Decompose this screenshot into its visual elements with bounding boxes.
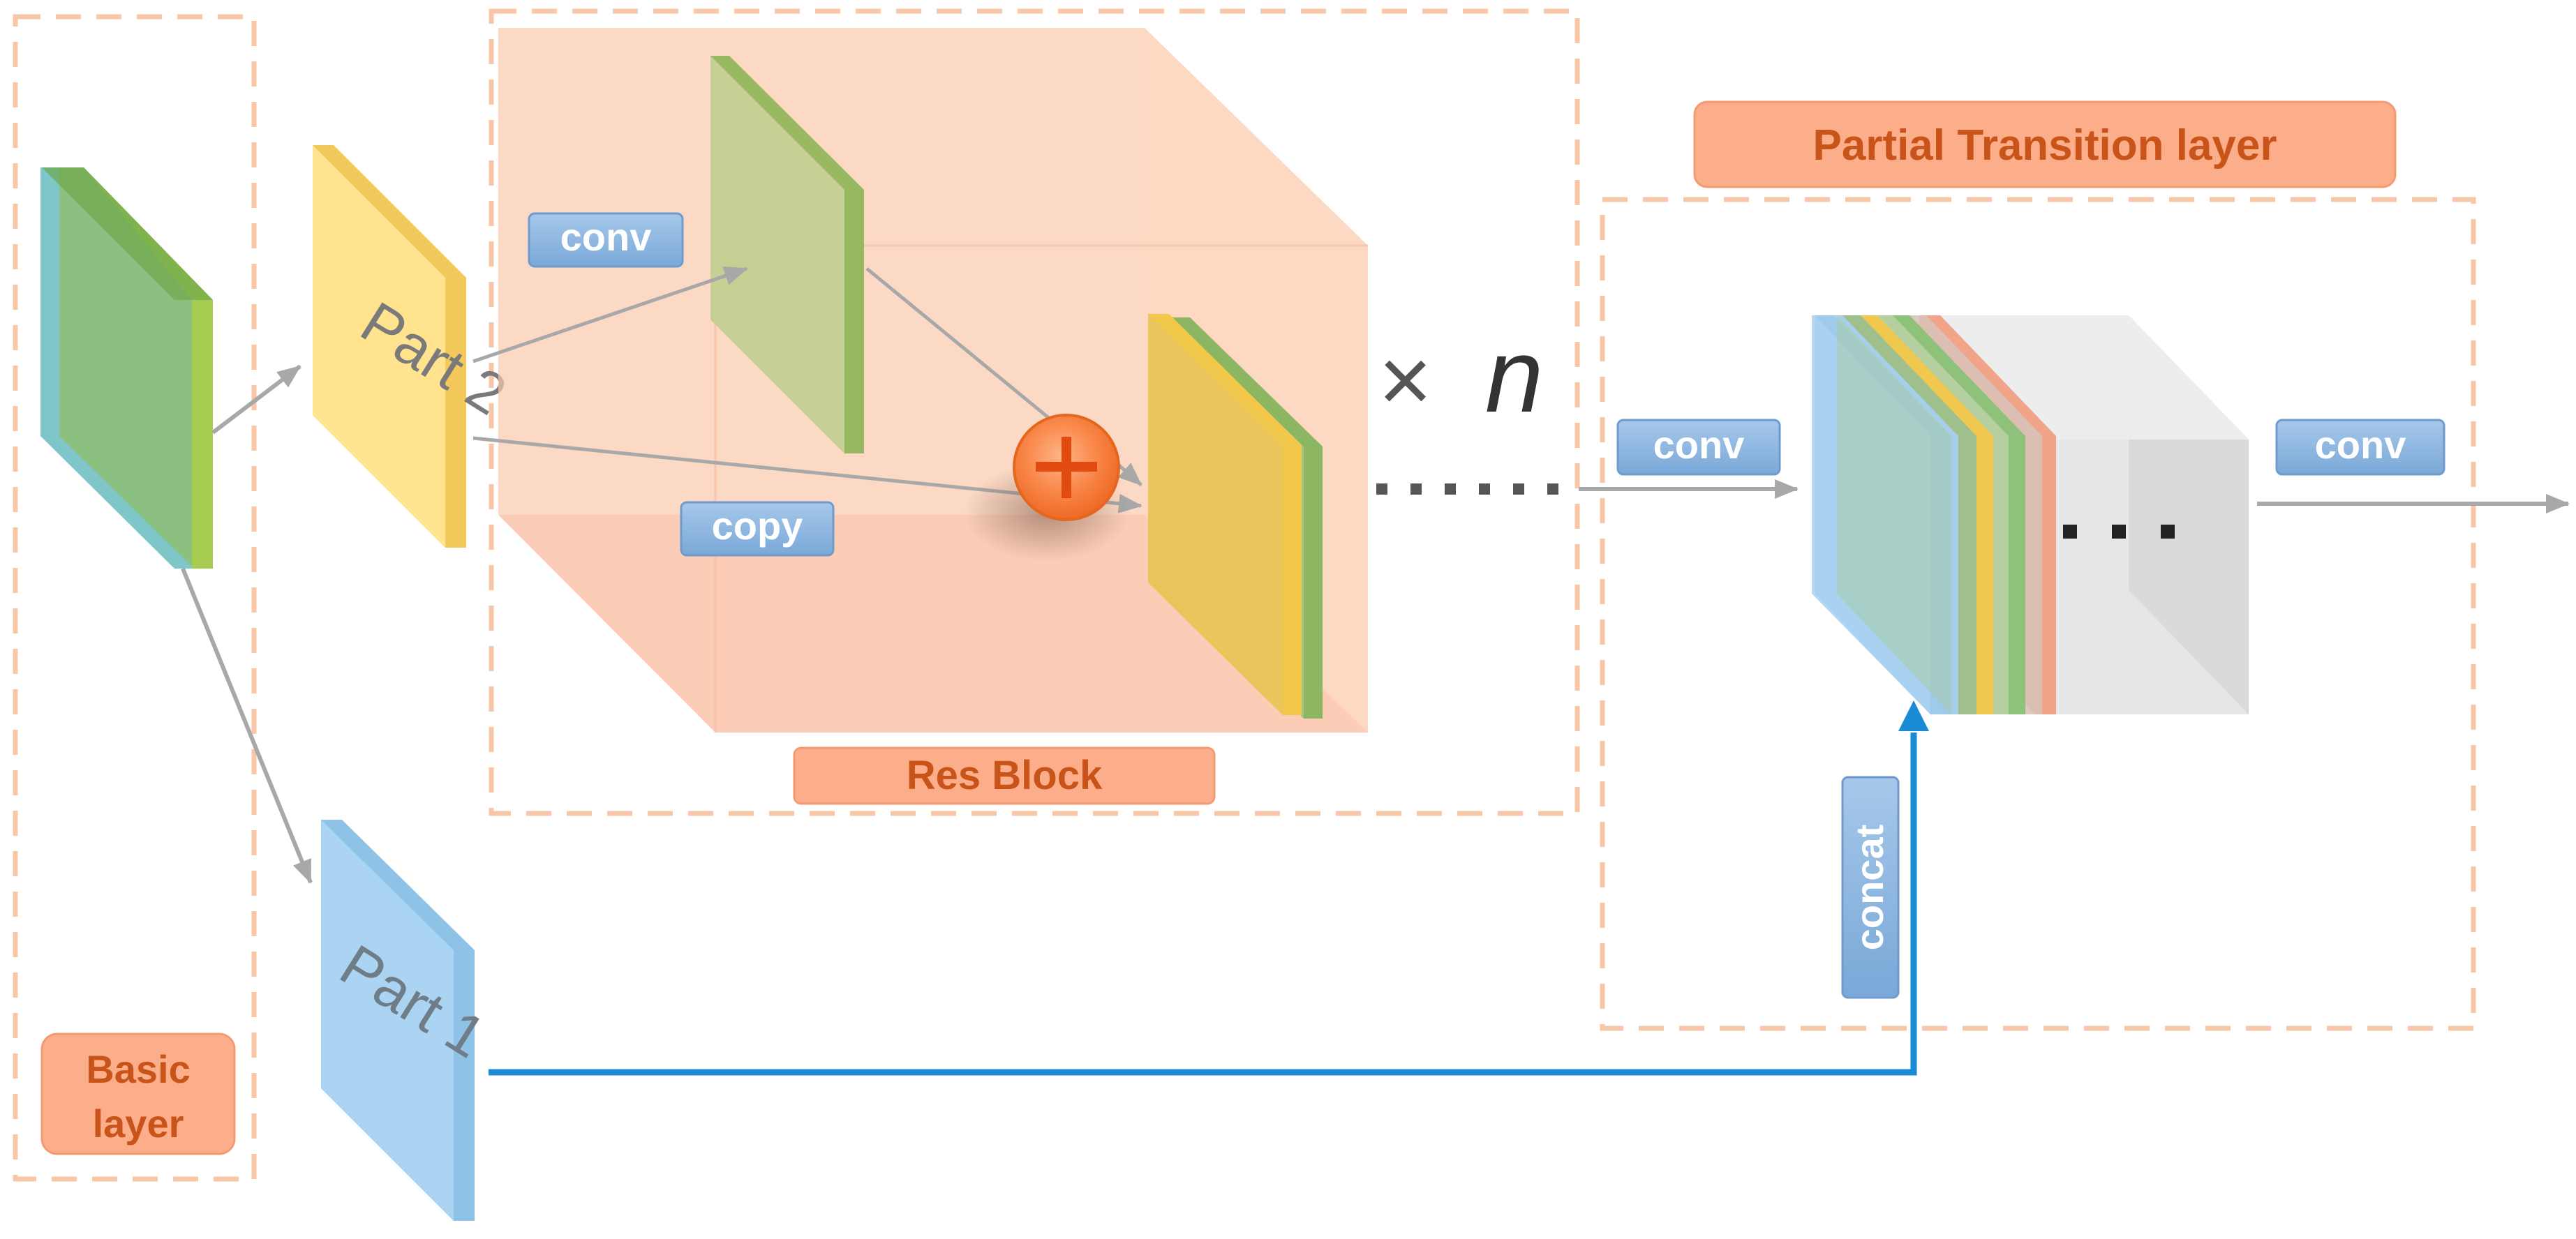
part1-feature-map: Part 1 (321, 820, 497, 1221)
transition-conv-in-tag: conv (1616, 419, 1781, 476)
copy-tag: copy (680, 501, 835, 557)
arrow-part1-concat (489, 733, 1917, 1076)
concat-feature-stack (1812, 315, 2249, 714)
concat-tag-text: concat (1847, 825, 1891, 951)
res-output-feature-map (1148, 314, 1323, 719)
basic-layer-label-line1: Basic (86, 1047, 190, 1091)
res-conv-tag-text: conv (560, 215, 652, 259)
repeat-dots (1376, 483, 1558, 495)
arrow-basic-to-part1 (181, 567, 313, 884)
stack-dots (2063, 525, 2175, 539)
res-conv-feature-map (710, 56, 864, 453)
res-conv-tag: conv (528, 212, 684, 268)
arrow-conv-to-add (865, 267, 1055, 423)
transition-conv-out-text: conv (2315, 423, 2406, 467)
res-block-label: Res Block (793, 746, 1216, 805)
arrow-part2-to-conv (472, 266, 748, 363)
part2-feature-map: Part 2 (313, 145, 517, 548)
basic-layer-label-line2: layer (93, 1102, 184, 1146)
concat-tag: concat (1841, 776, 1900, 999)
transition-conv-out-tag: conv (2275, 419, 2445, 476)
basic-layer-region (13, 14, 257, 1182)
arrow-basic-to-part2 (211, 364, 301, 435)
res-block-label-text: Res Block (907, 753, 1103, 798)
res-block-region (489, 8, 1580, 816)
copy-tag-text: copy (712, 504, 803, 548)
basic-layer-feature-map (40, 167, 213, 569)
plus-circle-icon (963, 414, 1131, 562)
partial-transition-label-text: Partial Transition layer (1812, 121, 2277, 170)
repeat-times-n: × n (1378, 317, 1543, 434)
times-variable: n (1485, 317, 1543, 434)
transition-conv-in-text: conv (1653, 423, 1745, 467)
basic-layer-label: Basic layer (40, 1032, 236, 1155)
arrow-part1-concat-head (1898, 700, 1929, 731)
partial-transition-label: Partial Transition layer (1693, 100, 2397, 188)
times-symbol: × (1378, 329, 1432, 431)
